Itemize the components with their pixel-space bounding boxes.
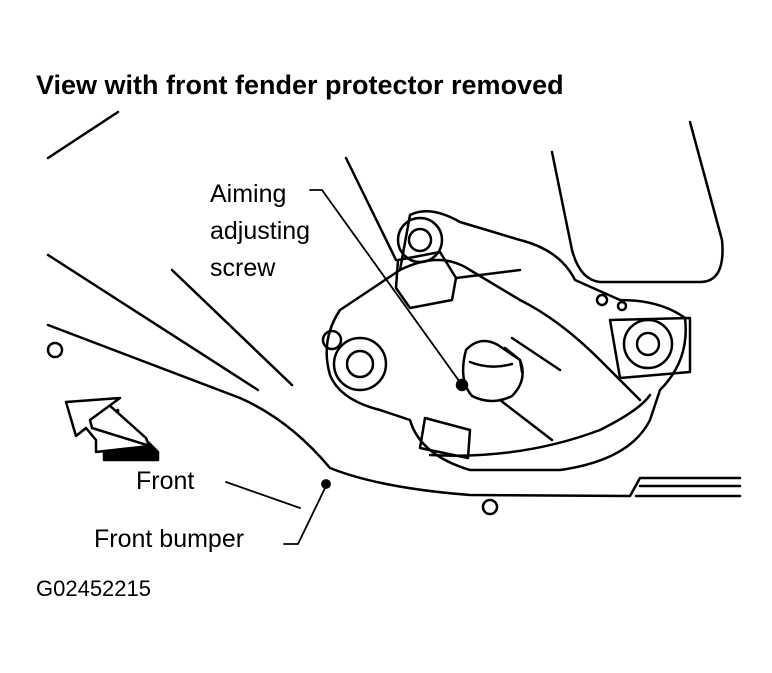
aiming-label-line3: screw	[210, 254, 276, 282]
headlamp-housing	[325, 210, 687, 472]
aiming-label-line2: adjusting	[210, 217, 311, 245]
body-panel-lines	[46, 110, 724, 400]
aiming-screw	[455, 336, 562, 442]
bumper-hole-right	[481, 498, 499, 516]
front-bumper-label: Front bumper	[94, 525, 245, 553]
front-arrow-icon	[64, 396, 160, 462]
figure-code: G02452215	[36, 576, 151, 601]
front-label: Front	[136, 467, 195, 495]
aiming-label-line1: Aiming	[210, 180, 287, 208]
bumper-callout-dot	[321, 479, 331, 489]
aiming-screw-label: Aiming adjusting screw	[210, 176, 310, 287]
bumper-hole-left	[46, 341, 64, 359]
callout-leaders	[225, 189, 463, 545]
mounting-bosses	[321, 216, 692, 392]
diagram-title: View with front fender protector removed	[36, 70, 564, 100]
bumper-edge	[46, 341, 742, 516]
